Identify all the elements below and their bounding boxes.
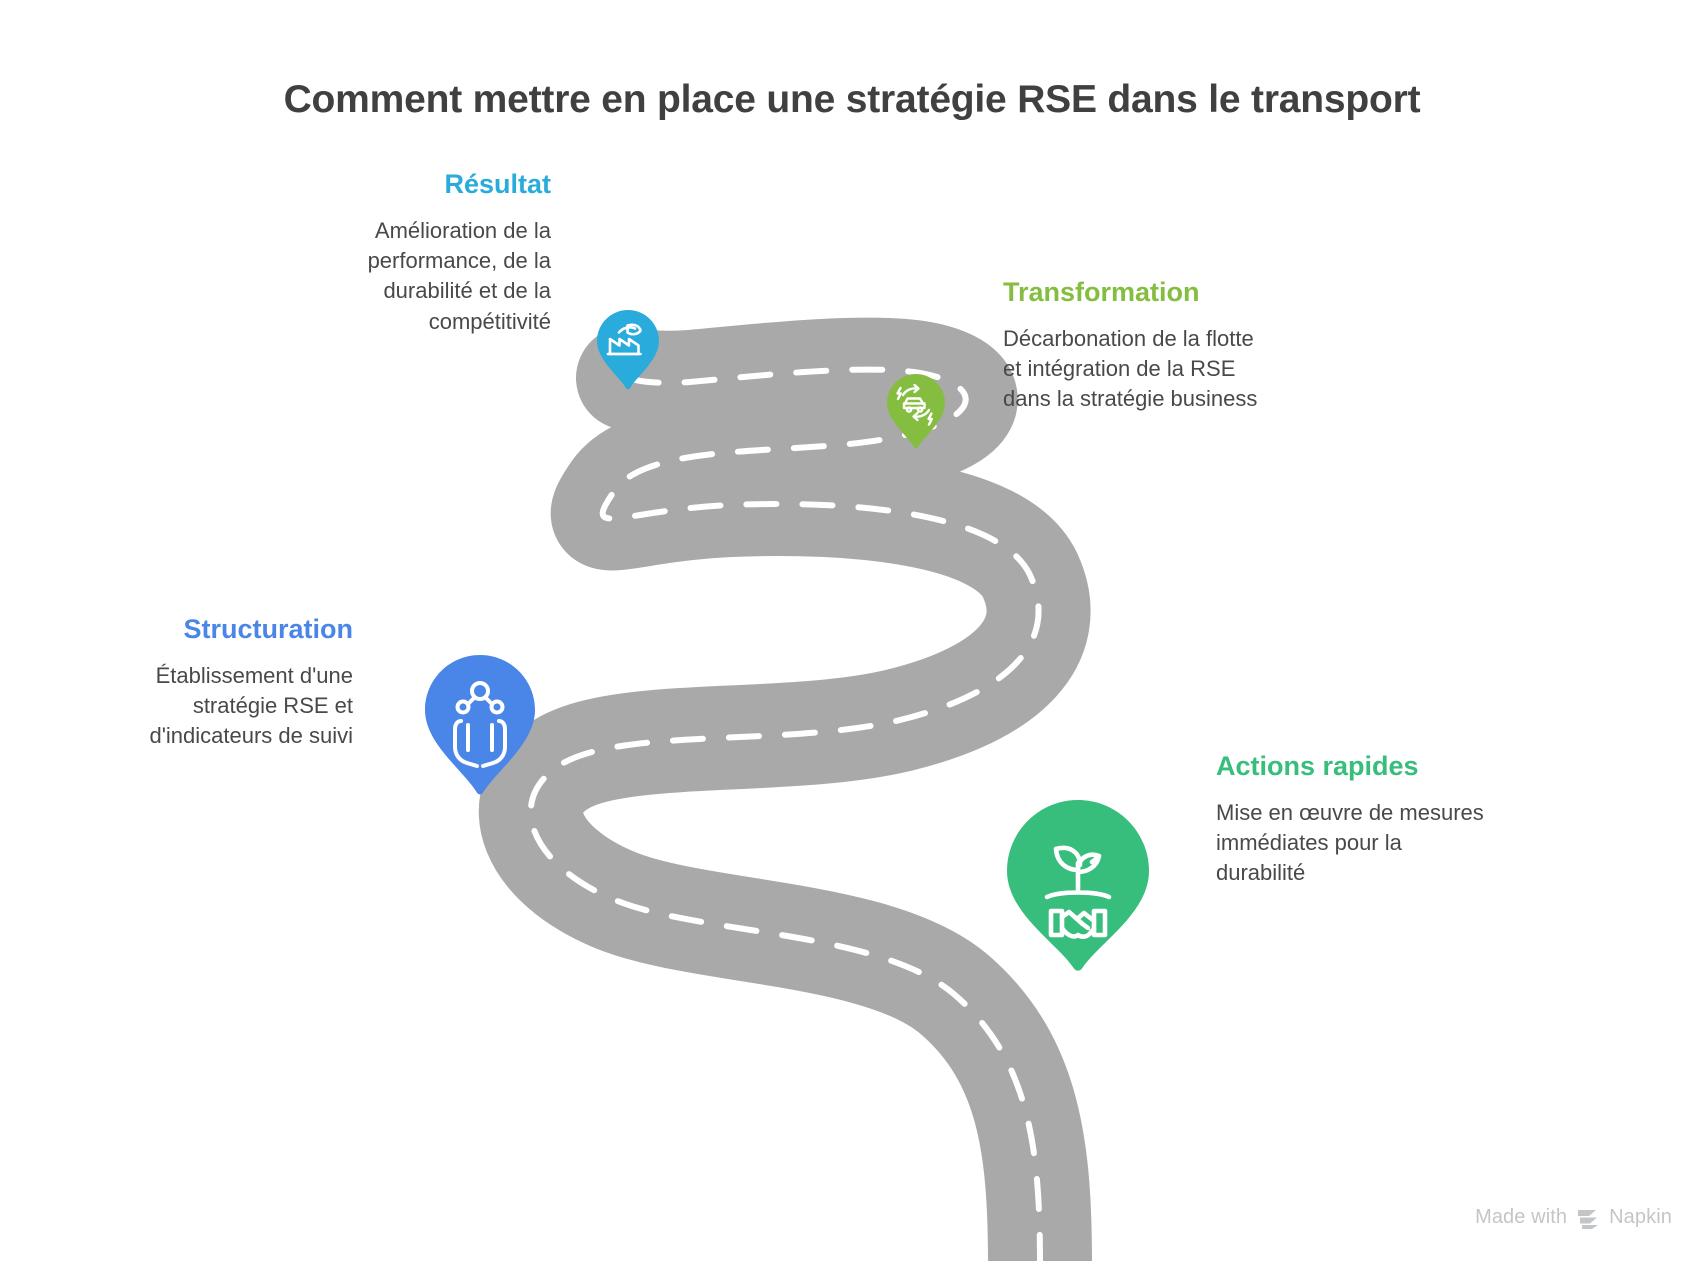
factory-leaf-icon xyxy=(606,323,642,356)
step-description-structuration: Établissement d'une stratégie RSE et d'i… xyxy=(149,662,353,749)
hands-network-icon xyxy=(453,681,507,768)
step-heading-transformation: Transformation xyxy=(1003,277,1200,307)
marker-pin-resultat xyxy=(597,310,659,390)
marker-pin-structuration xyxy=(425,655,535,795)
plant-handshake-icon xyxy=(1044,845,1112,939)
napkin-chevrons-logo xyxy=(1576,1207,1600,1229)
step-description-resultat: Amélioration de la performance, de la du… xyxy=(367,217,551,334)
step-block-actions-rapides: Actions rapides Mise en œuvre de mesures… xyxy=(1216,750,1536,889)
made-with-napkin-badge[interactable]: Made with Napkin xyxy=(1475,1206,1672,1229)
napkin-brand-name: Napkin xyxy=(1609,1206,1672,1228)
made-with-label: Made with xyxy=(1475,1206,1568,1228)
step-heading-structuration: Structuration xyxy=(183,614,353,644)
electric-vehicle-recycle-icon xyxy=(896,383,933,426)
step-description-transformation: Décarbonation de la flotte et intégratio… xyxy=(1003,325,1258,412)
step-description-actions-rapides: Mise en œuvre de mesures immédiates pour… xyxy=(1216,799,1484,886)
marker-pin-actions-rapides xyxy=(1007,800,1149,972)
step-block-structuration: Structuration Établissement d'une straté… xyxy=(123,613,353,752)
step-block-resultat: Résultat Amélioration de la performance,… xyxy=(283,168,551,337)
page-title: Comment mettre en place une stratégie RS… xyxy=(283,78,1421,121)
step-heading-actions-rapides: Actions rapides xyxy=(1216,751,1419,781)
step-heading-resultat: Résultat xyxy=(444,169,551,199)
marker-pin-transformation xyxy=(887,374,945,449)
step-block-transformation: Transformation Décarbonation de la flott… xyxy=(1003,276,1333,415)
